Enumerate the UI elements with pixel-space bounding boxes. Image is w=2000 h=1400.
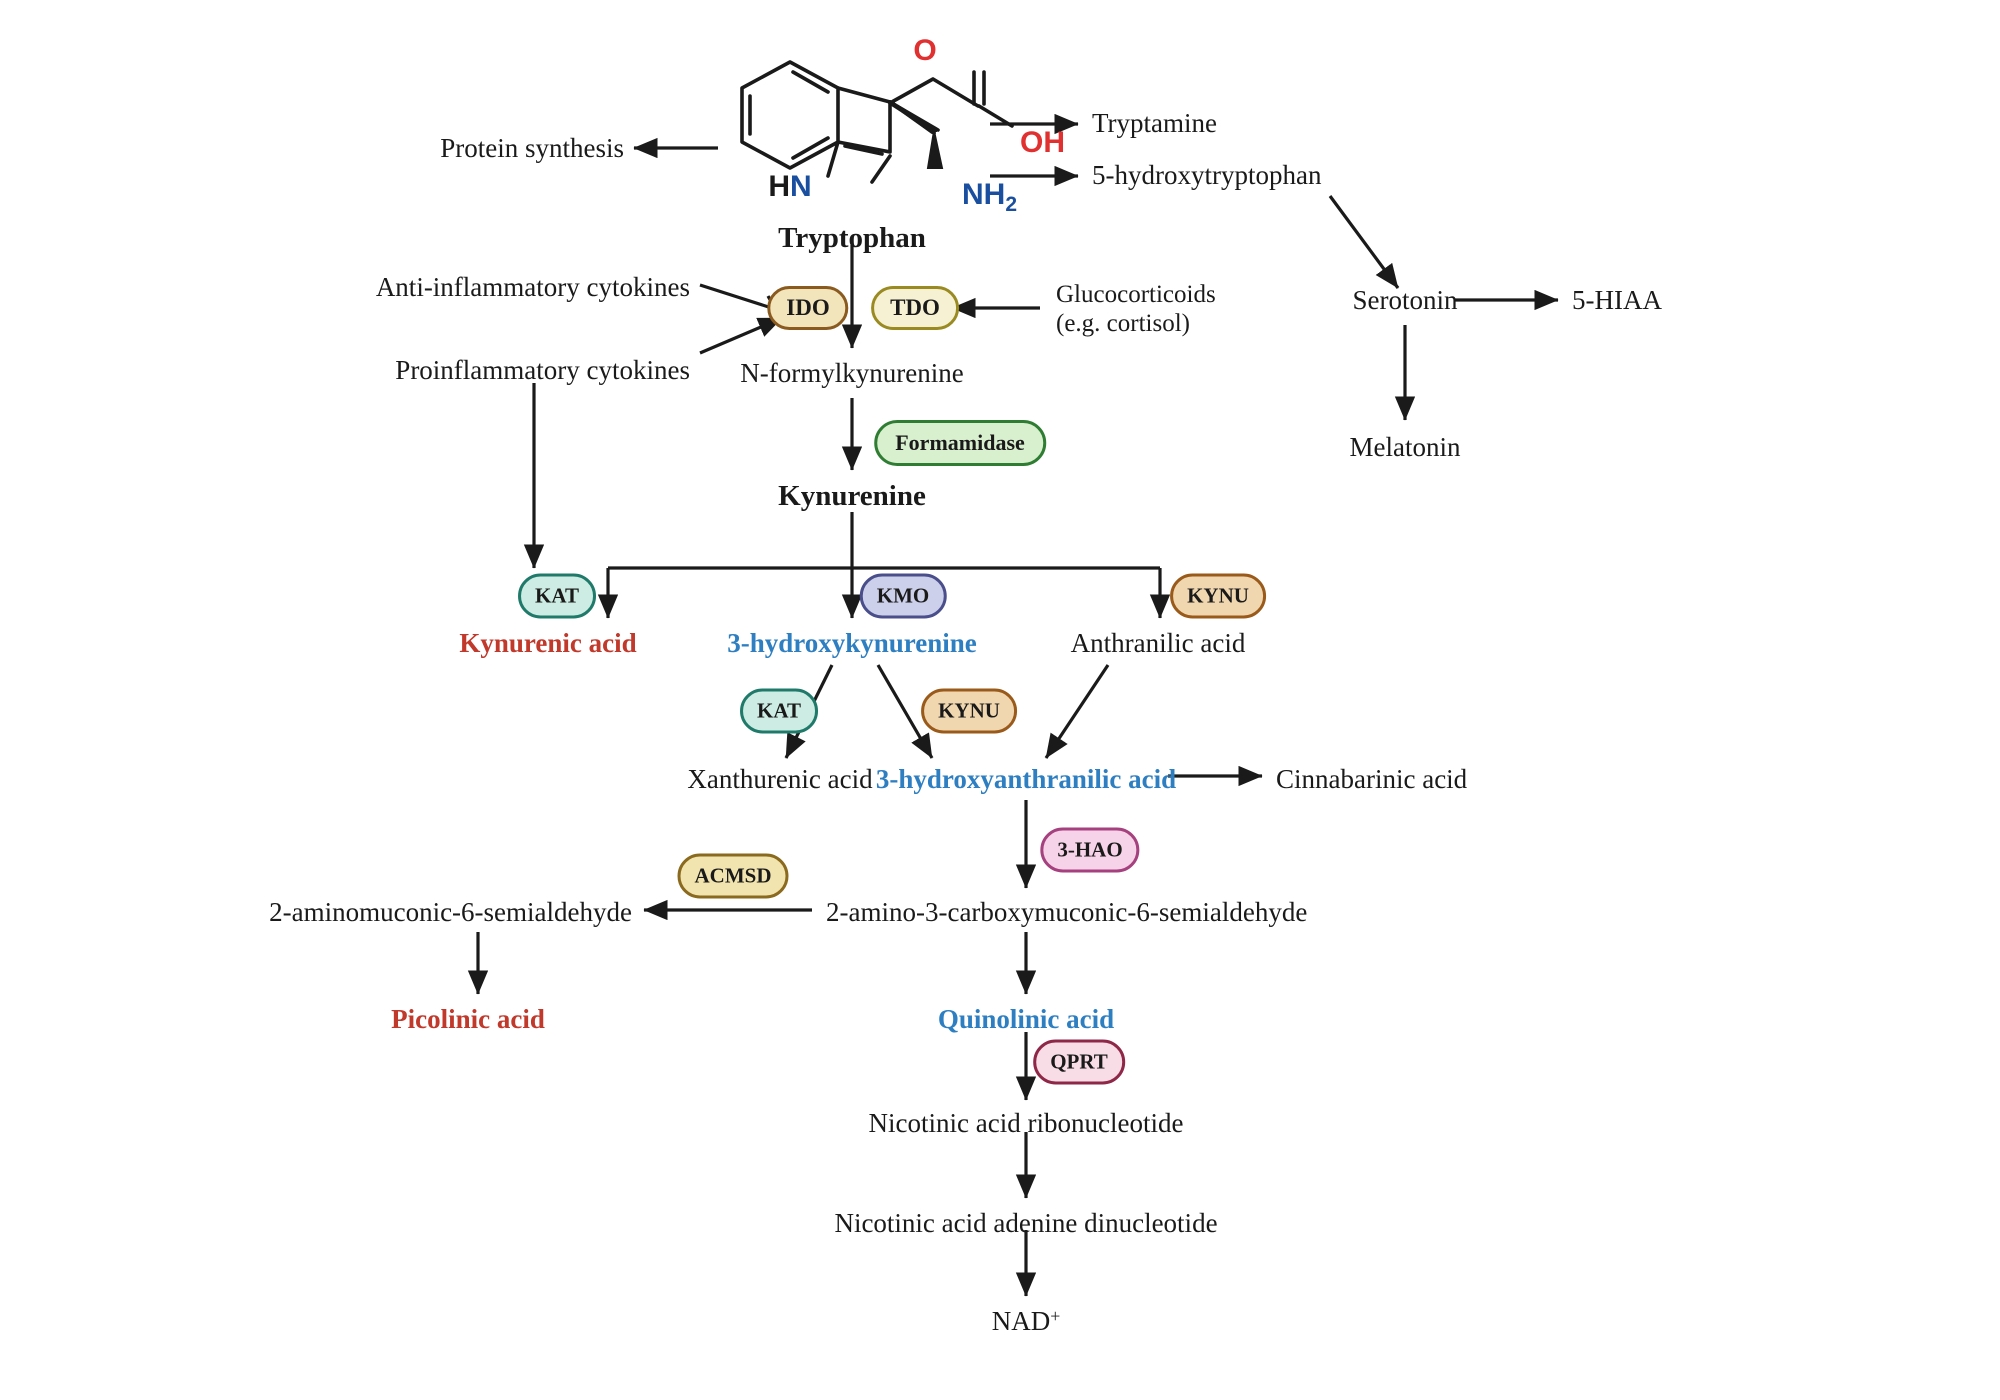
node-5-hiaa: 5-HIAA	[1572, 285, 1662, 315]
enzyme-badge-kynu-hydroxyanthranilic[interactable]: KYNU	[921, 688, 1017, 734]
node-glucocorticoids: Glucocorticoids (e.g. cortisol)	[1056, 281, 1216, 339]
svg-text:NH2: NH2	[962, 178, 1017, 216]
enzyme-label-kmo: KMO	[876, 583, 930, 608]
enzyme-badge-kynu-anthranilic[interactable]: KYNU	[1170, 573, 1266, 619]
enzyme-label-formamidase: Formamidase	[895, 430, 1025, 455]
node-proinflammatory-cytokines: Proinflammatory cytokines	[395, 355, 690, 385]
svg-text:O: O	[913, 34, 936, 67]
node-n-formylkynurenine: N-formylkynurenine	[740, 358, 964, 388]
enzyme-label-ido: IDO	[786, 295, 830, 320]
node-2-amino-3-carboxymuconic-6-semialdehyde: 2-amino-3-carboxymuconic-6-semialdehyde	[826, 897, 1308, 927]
enzyme-label-tdo: TDO	[890, 295, 940, 320]
enzyme-badge-tdo[interactable]: TDO	[871, 286, 959, 330]
enzyme-badge-kat-kynurenic[interactable]: KAT	[518, 573, 596, 619]
node-3-hydroxyanthranilic-acid: 3-hydroxyanthranilic acid	[875, 764, 1177, 794]
node-quinolinic-acid: Quinolinic acid	[937, 1004, 1115, 1034]
svg-text:OH: OH	[1020, 126, 1065, 159]
enzyme-badge-kat-xanthurenic[interactable]: KAT	[740, 688, 818, 734]
node-melatonin: Melatonin	[1349, 432, 1461, 462]
node-nad-plus: NAD+	[992, 1306, 1061, 1337]
node-tryptamine: Tryptamine	[1092, 108, 1218, 138]
enzyme-label-kat-1: KAT	[535, 583, 579, 608]
enzyme-badge-qprt[interactable]: QPRT	[1033, 1039, 1125, 1085]
enzyme-label-3-hao: 3-HAO	[1057, 837, 1123, 862]
glucocorticoids-line2: (e.g. cortisol)	[1056, 309, 1190, 337]
enzyme-badge-acmsd[interactable]: ACMSD	[677, 853, 789, 899]
node-nicotinic-acid-adenine-dinucleotide: Nicotinic acid adenine dinucleotide	[834, 1208, 1218, 1238]
node-kynurenine: Kynurenine	[778, 480, 926, 512]
enzyme-badge-3-hao[interactable]: 3-HAO	[1040, 827, 1140, 873]
enzyme-badge-ido[interactable]: IDO	[767, 286, 849, 330]
node-anti-inflammatory-cytokines: Anti-inflammatory cytokines	[375, 272, 690, 302]
enzyme-badge-formamidase[interactable]: Formamidase	[874, 420, 1046, 466]
node-cinnabarinic-acid: Cinnabarinic acid	[1276, 764, 1468, 794]
enzyme-label-kynu-1: KYNU	[1187, 583, 1249, 608]
glucocorticoids-line1: Glucocorticoids	[1056, 281, 1216, 308]
node-5-hydroxytryptophan: 5-hydroxytryptophan	[1092, 160, 1322, 190]
node-anthranilic-acid: Anthranilic acid	[1070, 628, 1246, 658]
svg-text:HN: HN	[768, 170, 811, 203]
node-tryptophan: Tryptophan	[778, 222, 926, 254]
enzyme-label-kynu-2: KYNU	[938, 698, 1000, 723]
node-nicotinic-acid-ribonucleotide: Nicotinic acid ribonucleotide	[868, 1108, 1184, 1138]
nad-charge: +	[1050, 1306, 1061, 1326]
node-2-aminomuconic-6-semialdehyde: 2-aminomuconic-6-semialdehyde	[269, 897, 632, 927]
node-serotonin: Serotonin	[1352, 285, 1458, 315]
node-protein-synthesis: Protein synthesis	[440, 133, 624, 163]
nad-label: NAD	[991, 1306, 1051, 1337]
enzyme-label-kat-2: KAT	[757, 698, 801, 723]
enzyme-label-acmsd: ACMSD	[694, 863, 772, 888]
enzyme-badge-kmo[interactable]: KMO	[859, 573, 947, 619]
node-kynurenic-acid: Kynurenic acid	[459, 628, 637, 658]
node-xanthurenic-acid: Xanthurenic acid	[687, 764, 873, 794]
node-picolinic-acid: Picolinic acid	[391, 1004, 545, 1034]
node-3-hydroxykynurenine: 3-hydroxykynurenine	[727, 628, 977, 658]
enzyme-label-qprt: QPRT	[1050, 1049, 1108, 1074]
